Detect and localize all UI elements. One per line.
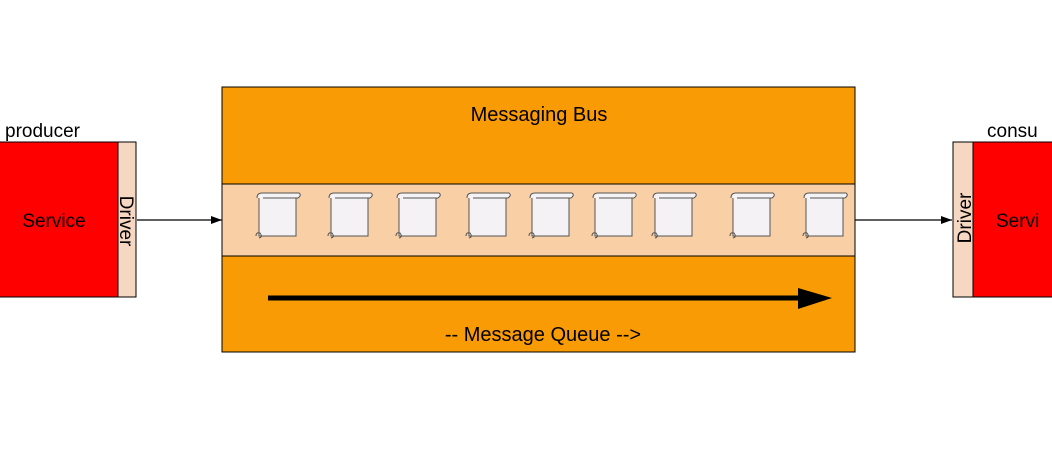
message-scroll-icon — [255, 192, 301, 239]
consumer-service-box — [972, 141, 1052, 298]
producer-service-box — [0, 141, 119, 298]
consumer-service-label: Servi — [996, 211, 1039, 232]
message-scroll-icon — [528, 192, 574, 239]
message-scroll-icon — [465, 192, 511, 239]
bus-title: Messaging Bus — [471, 104, 608, 126]
consumer-driver-label: Driver — [955, 192, 976, 243]
producer-service-label: Service — [22, 211, 85, 232]
producer-driver-label: Driver — [115, 196, 136, 247]
message-scroll-icon — [395, 192, 441, 239]
producer-title: producer — [5, 121, 81, 142]
message-scroll-icon — [651, 192, 697, 239]
message-scroll-icon — [327, 192, 373, 239]
message-list — [255, 192, 848, 239]
producer-driver-box — [117, 141, 137, 298]
message-scroll-icon — [729, 192, 775, 239]
messaging-bus: Messaging Bus -- Message Queue --> — [221, 86, 856, 353]
consumer-title: consu — [987, 121, 1038, 142]
consumer-node: consu Driver Servi — [952, 121, 1052, 298]
queue-label: -- Message Queue --> — [445, 324, 641, 346]
producer-node: producer Service Driver — [0, 121, 137, 298]
message-scroll-icon — [802, 192, 848, 239]
message-scroll-icon — [591, 192, 637, 239]
queue-direction-arrow — [268, 288, 832, 309]
